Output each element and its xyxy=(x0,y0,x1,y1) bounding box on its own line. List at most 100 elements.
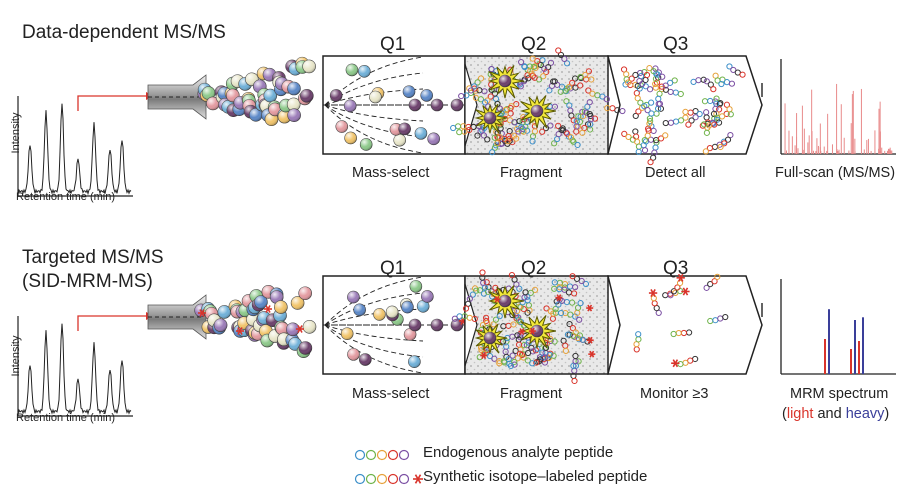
ion-trajectory xyxy=(324,292,424,326)
ion-ball-shade xyxy=(431,99,443,111)
asterisk-stroke xyxy=(589,350,595,358)
chain-bead xyxy=(572,75,579,82)
chain-bead xyxy=(641,103,648,110)
chain-bead xyxy=(573,275,581,282)
fragment-ion xyxy=(514,289,529,315)
fragment-ion xyxy=(551,285,578,297)
chromatogram-trace xyxy=(17,323,132,416)
chain-bead xyxy=(566,320,573,328)
legend-bead xyxy=(365,449,377,461)
chain-bead xyxy=(573,123,580,130)
ion-ball-shade xyxy=(484,332,496,344)
ion-ball-shade xyxy=(286,322,300,336)
chain-bead xyxy=(707,81,714,88)
chain-bead xyxy=(648,99,655,106)
chain-bead xyxy=(586,99,593,106)
chain-bead xyxy=(585,68,592,75)
chain-bead xyxy=(650,68,657,75)
chain-bead xyxy=(473,287,480,294)
isotope-label-asterisk xyxy=(296,325,304,333)
caption-fragment-bottom: Fragment xyxy=(500,386,563,402)
fragment-ion xyxy=(550,78,570,92)
chain-bead xyxy=(721,140,728,147)
ion-ball-shade xyxy=(302,320,316,334)
ion-ball-shade xyxy=(287,108,301,122)
chain-bead xyxy=(569,273,576,280)
chain-bead xyxy=(497,140,505,148)
chain-bead xyxy=(714,77,721,84)
chain-bead xyxy=(727,131,734,139)
asterisk-stroke xyxy=(237,327,243,335)
isotope-label-asterisk xyxy=(528,327,536,335)
chain-bead xyxy=(469,291,476,298)
fragment-ion xyxy=(723,101,734,118)
monitored-transition xyxy=(703,273,721,291)
fragment-ion xyxy=(703,78,717,93)
ion-ball-shade xyxy=(330,89,343,102)
chain-bead xyxy=(603,96,610,103)
q2-label-bottom: Q2 xyxy=(521,258,547,279)
chain-bead xyxy=(674,284,681,291)
fragment-ion xyxy=(690,76,707,86)
chain-bead xyxy=(558,126,565,133)
ion-ball-shade xyxy=(484,112,496,124)
caption-full-scan: Full-scan (MS/MS) xyxy=(775,165,896,181)
selection-arrow xyxy=(77,95,148,111)
asterisk-stroke xyxy=(556,294,562,302)
q1-label-bottom: Q1 xyxy=(380,258,406,279)
ion-ball-shade xyxy=(359,353,372,366)
fragment-ion xyxy=(549,296,563,322)
chain-bead xyxy=(551,103,559,110)
fragment-ion xyxy=(700,119,723,129)
chain-bead xyxy=(547,122,554,129)
caption-detect-all: Detect all xyxy=(645,165,706,181)
monitored-transition xyxy=(707,313,729,325)
chain-bead xyxy=(491,134,498,141)
chain-bead xyxy=(685,121,692,128)
fragment-ion xyxy=(662,77,678,89)
chain-bead xyxy=(543,68,550,76)
chain-bead xyxy=(574,141,581,149)
chain-bead xyxy=(703,78,710,85)
isotope-label-asterisk xyxy=(518,328,526,335)
q3-label-bottom: Q3 xyxy=(663,258,689,279)
chain-bead xyxy=(648,110,655,117)
chain-bead xyxy=(647,159,654,166)
chain-bead xyxy=(722,313,729,321)
chain-bead xyxy=(564,331,572,338)
ion-ball-shade xyxy=(398,122,411,135)
fragment-ion xyxy=(642,132,669,145)
chain-bead xyxy=(511,361,518,368)
chain-bead xyxy=(584,103,591,110)
chain-bead xyxy=(677,361,684,368)
chain-bead xyxy=(534,58,541,65)
fragment-ion xyxy=(712,72,725,88)
asterisk-stroke xyxy=(494,295,500,303)
chain-bead xyxy=(555,47,562,54)
ion-ball-shade xyxy=(417,300,430,313)
ion-ball-shade xyxy=(275,322,289,336)
fragment-ion xyxy=(662,114,689,127)
ion-trajectory xyxy=(324,276,424,326)
chain-bead xyxy=(579,129,586,136)
asterisk-stroke xyxy=(682,287,689,296)
chain-bead xyxy=(574,304,582,311)
chain-bead xyxy=(511,358,518,366)
chain-bead xyxy=(550,78,557,85)
chain-bead xyxy=(505,355,512,363)
fragment-ion xyxy=(496,352,516,367)
monitored-transition xyxy=(662,287,690,299)
ion-ball-shade xyxy=(404,328,417,341)
chain-bead xyxy=(667,79,674,86)
chain-bead xyxy=(707,281,714,288)
chain-bead xyxy=(491,355,498,362)
chain-bead xyxy=(490,321,497,328)
chain-bead xyxy=(625,133,632,141)
chain-bead xyxy=(700,76,707,83)
chain-bead xyxy=(641,147,649,154)
chain-bead xyxy=(518,351,526,359)
chain-bead xyxy=(553,298,560,305)
fragment-ion xyxy=(640,127,652,154)
fragment-ion xyxy=(462,287,480,312)
ion-ball-shade xyxy=(409,319,421,331)
